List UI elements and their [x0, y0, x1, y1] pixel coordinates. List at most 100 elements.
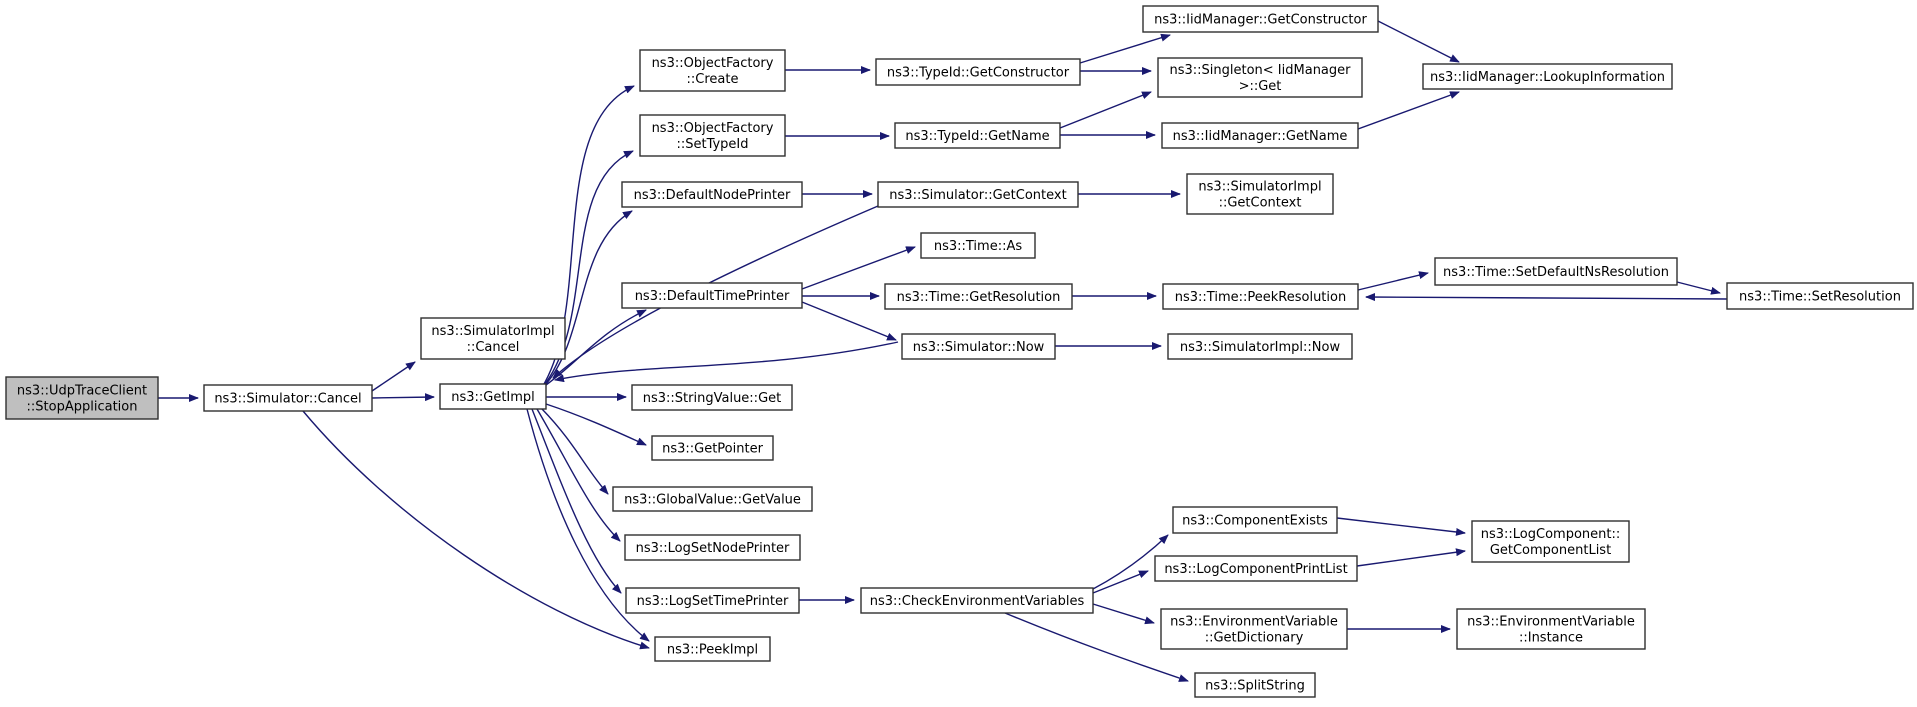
node-peekimpl[interactable]: ns3::PeekImpl — [654, 636, 771, 662]
node-typeid-getconstructor[interactable]: ns3::TypeId::GetConstructor — [875, 58, 1081, 86]
edge-defaulttimeprinter--time-as — [801, 246, 916, 290]
node-time-as[interactable]: ns3::Time::As — [920, 232, 1036, 259]
node-label: ns3::EnvironmentVariable — [1170, 615, 1338, 630]
node-box[interactable] — [1157, 57, 1363, 98]
node-time-getresolution[interactable]: ns3::Time::GetResolution — [884, 283, 1073, 310]
node-label: ::SetTypeId — [676, 137, 748, 152]
node-label: ns3::SplitString — [1205, 679, 1305, 694]
node-box[interactable] — [920, 232, 1036, 259]
node-stringvalue-get[interactable]: ns3::StringValue::Get — [631, 384, 793, 411]
node-label: ::Create — [687, 72, 739, 87]
node-box[interactable] — [877, 181, 1079, 208]
edge-simulator-now--getimpl — [554, 341, 899, 383]
node-box[interactable] — [439, 383, 547, 410]
node-label: ns3::ObjectFactory — [652, 56, 774, 71]
node-getimpl[interactable]: ns3::GetImpl — [439, 383, 547, 410]
node-label: GetComponentList — [1490, 543, 1611, 558]
node-simulatorimpl-cancel[interactable]: ns3::SimulatorImpl::Cancel — [420, 317, 566, 360]
node-box[interactable] — [860, 587, 1094, 614]
node-label: ns3::DefaultNodePrinter — [634, 188, 791, 203]
node-box[interactable] — [884, 283, 1073, 310]
node-label: ::StopApplication — [27, 400, 138, 415]
node-label: >::Get — [1239, 79, 1282, 94]
node-box[interactable] — [621, 181, 803, 208]
node-box[interactable] — [639, 49, 786, 92]
node-objectfactory-create[interactable]: ns3::ObjectFactory::Create — [639, 49, 786, 92]
node-box[interactable] — [639, 114, 786, 157]
node-label: ns3::Simulator::Now — [913, 340, 1045, 355]
node-box[interactable] — [624, 534, 801, 561]
node-environmentvariable-instance[interactable]: ns3::EnvironmentVariable::Instance — [1456, 608, 1646, 650]
node-box[interactable] — [1726, 282, 1914, 310]
node-simulator-cancel[interactable]: ns3::Simulator::Cancel — [203, 384, 373, 412]
node-iidmanager-lookupinformation[interactable]: ns3::IidManager::LookupInformation — [1422, 63, 1673, 90]
node-box[interactable] — [654, 636, 771, 662]
node-defaultnodeprinter[interactable]: ns3::DefaultNodePrinter — [621, 181, 803, 208]
node-box[interactable] — [1422, 63, 1673, 90]
node-time-peekresolution[interactable]: ns3::Time::PeekResolution — [1162, 283, 1359, 310]
node-singleton-iidmanager-get[interactable]: ns3::Singleton< IidManager>::Get — [1157, 57, 1363, 98]
node-box[interactable] — [901, 333, 1056, 360]
node-time-setdefaultnsresolution[interactable]: ns3::Time::SetDefaultNsResolution — [1434, 257, 1678, 286]
node-box[interactable] — [1154, 555, 1358, 582]
node-label: ::Instance — [1519, 631, 1583, 646]
edge-getimpl--logsetnodeprinter — [536, 408, 621, 542]
edge-typeid-getconstructor--iidmanager-getconstructor — [1079, 33, 1171, 64]
node-box[interactable] — [651, 435, 774, 461]
node-typeid-getname[interactable]: ns3::TypeId::GetName — [894, 122, 1061, 149]
node-box[interactable] — [1456, 608, 1646, 650]
node-box[interactable] — [1172, 506, 1338, 534]
node-box[interactable] — [1471, 520, 1630, 563]
edge-defaulttimeprinter--simulator-now — [801, 301, 897, 341]
edge-simulator-cancel--peekimpl — [302, 410, 650, 650]
node-globalvalue-getvalue[interactable]: ns3::GlobalValue::GetValue — [612, 486, 813, 512]
node-simulatorimpl-now[interactable]: ns3::SimulatorImpl::Now — [1167, 333, 1353, 360]
node-label: ns3::LogSetNodePrinter — [636, 541, 790, 556]
edge-getimpl--getpointer — [545, 403, 647, 446]
node-box[interactable] — [875, 58, 1081, 86]
node-box[interactable] — [612, 486, 813, 512]
edge-simulator-cancel--getimpl — [371, 393, 435, 402]
node-componentexists[interactable]: ns3::ComponentExists — [1172, 506, 1338, 534]
node-box[interactable] — [625, 587, 800, 614]
node-logcomponentprintlist[interactable]: ns3::LogComponentPrintList — [1154, 555, 1358, 582]
node-label: ns3::GetImpl — [451, 390, 535, 405]
node-iidmanager-getname[interactable]: ns3::IidManager::GetName — [1161, 122, 1359, 149]
node-box[interactable] — [1167, 333, 1353, 360]
node-time-setresolution[interactable]: ns3::Time::SetResolution — [1726, 282, 1914, 310]
node-box[interactable] — [631, 384, 793, 411]
node-defaulttimeprinter[interactable]: ns3::DefaultTimePrinter — [621, 282, 803, 309]
node-objectfactory-settypeid[interactable]: ns3::ObjectFactory::SetTypeId — [639, 114, 786, 157]
node-label: ns3::Time::SetDefaultNsResolution — [1443, 265, 1669, 280]
node-box[interactable] — [203, 384, 373, 412]
edge-getimpl--logsettimeprinter — [531, 408, 622, 594]
node-simulator-getcontext[interactable]: ns3::Simulator::GetContext — [877, 181, 1079, 208]
node-box[interactable] — [1160, 608, 1348, 650]
node-box[interactable] — [1186, 173, 1334, 215]
edge-getimpl--defaultnodeprinter — [545, 210, 633, 385]
node-box[interactable] — [1142, 5, 1379, 33]
edge-logcomponentprintlist--logcomponent-getcomponentlist — [1356, 548, 1466, 567]
node-box[interactable] — [1161, 122, 1359, 149]
node-label: ns3::ComponentExists — [1182, 514, 1328, 529]
node-simulatorimpl-getcontext[interactable]: ns3::SimulatorImpl::GetContext — [1186, 173, 1334, 215]
node-logsettimeprinter[interactable]: ns3::LogSetTimePrinter — [625, 587, 800, 614]
node-logsetnodeprinter[interactable]: ns3::LogSetNodePrinter — [624, 534, 801, 561]
node-checkenvironmentvariables[interactable]: ns3::CheckEnvironmentVariables — [860, 587, 1094, 614]
node-getpointer[interactable]: ns3::GetPointer — [651, 435, 774, 461]
node-splitstring[interactable]: ns3::SplitString — [1194, 672, 1316, 698]
node-label: ns3::SimulatorImpl::Now — [1180, 340, 1341, 355]
node-iidmanager-getconstructor[interactable]: ns3::IidManager::GetConstructor — [1142, 5, 1379, 33]
node-label: ns3::Simulator::Cancel — [214, 392, 361, 407]
node-logcomponent-getcomponentlist[interactable]: ns3::LogComponent::GetComponentList — [1471, 520, 1630, 563]
edge-typeid-getname--singleton-iidmanager-get — [1059, 91, 1152, 129]
node-box[interactable] — [1434, 257, 1678, 286]
node-box[interactable] — [420, 317, 566, 360]
node-box[interactable] — [894, 122, 1061, 149]
node-box[interactable] — [621, 282, 803, 309]
node-simulator-now[interactable]: ns3::Simulator::Now — [901, 333, 1056, 360]
node-label: ::GetContext — [1219, 196, 1302, 211]
node-box[interactable] — [1194, 672, 1316, 698]
node-environmentvariable-getdictionary[interactable]: ns3::EnvironmentVariable::GetDictionary — [1160, 608, 1348, 650]
node-box[interactable] — [1162, 283, 1359, 310]
